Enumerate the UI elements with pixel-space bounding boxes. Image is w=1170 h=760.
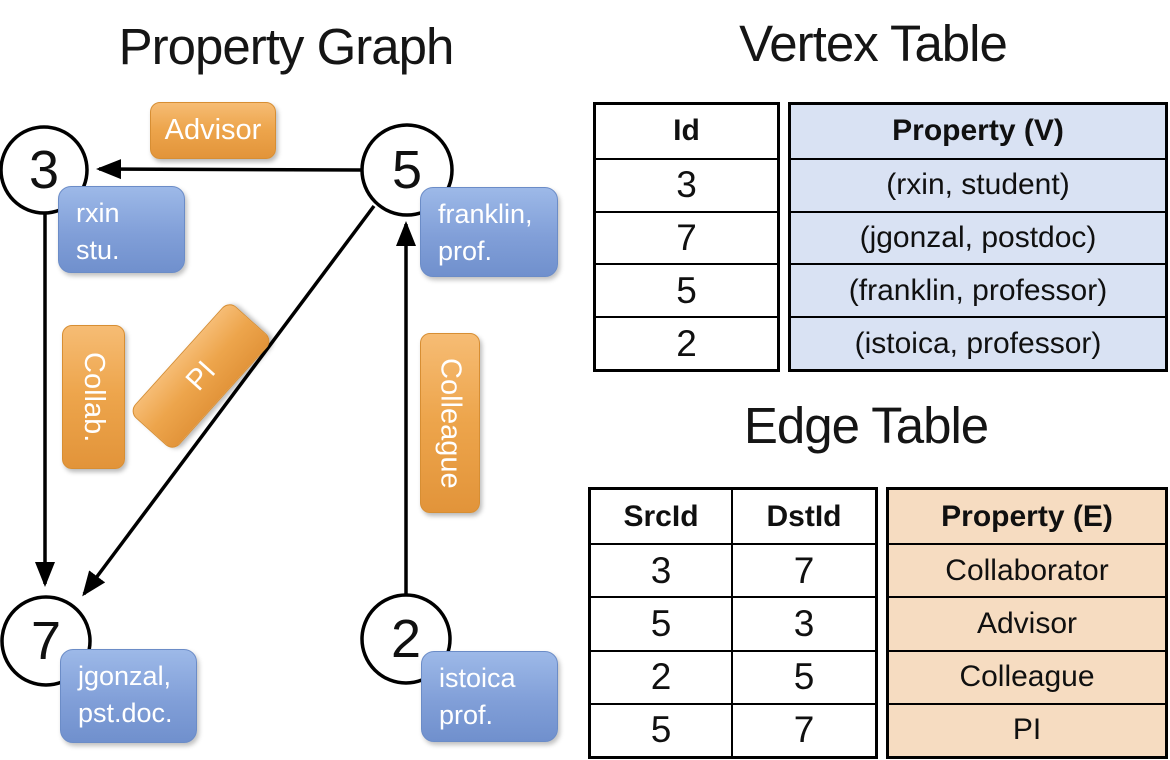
edge-table-property-column: Property (E) Collaborator Advisor Collea… [886, 487, 1168, 759]
vertex-id-header: Id [673, 114, 700, 148]
edge-table-title: Edge Table [743, 397, 989, 454]
edge-row-dst: 7 [733, 702, 875, 756]
edge-row-dst: 5 [733, 649, 875, 703]
vertex-label-franklin-line1: franklin, [438, 199, 533, 229]
vertex-table-id-column: Id 3 7 5 2 [593, 102, 780, 372]
edge-row-dst: 3 [733, 596, 875, 649]
vertex-label-rxin: rxin stu. [58, 186, 185, 273]
vertex-id-7: 7 [30, 611, 62, 671]
vertex-row-id: 2 [596, 316, 777, 369]
vertex-label-istoica-line1: istoica [439, 663, 516, 693]
vertex-label-jgonzal: jgonzal, pst.doc. [60, 649, 197, 743]
vertex-property-header: Property (V) [892, 114, 1064, 148]
vertex-table-title: Vertex Table [739, 15, 1008, 72]
edge-src-header: SrcId [591, 490, 733, 544]
vertex-label-jgonzal-line2: pst.doc. [78, 698, 173, 728]
vertex-row-property: (istoica, professor) [791, 316, 1165, 369]
edge-5-to-3-advisor [96, 159, 363, 180]
vertex-id-5: 5 [391, 140, 423, 200]
edge-row-property: Collaborator [889, 543, 1165, 596]
vertex-label-rxin-line1: rxin [76, 198, 120, 228]
edge-row-property: Colleague [889, 649, 1165, 703]
property-graph-title: Property Graph [118, 18, 455, 75]
vertex-id-2: 2 [390, 609, 422, 669]
edge-row-src: 5 [591, 596, 733, 650]
vertex-label-jgonzal-line1: jgonzal, [78, 661, 172, 691]
vertex-label-franklin: franklin, prof. [420, 187, 558, 277]
edge-row-dst: 7 [733, 543, 875, 596]
edge-row-property: Advisor [889, 596, 1165, 649]
edge-label-advisor: Advisor [150, 102, 276, 159]
vertex-row-id: 7 [596, 210, 777, 264]
vertex-table-property-column: Property (V) (rxin, student) (jgonzal, p… [788, 102, 1168, 372]
edge-property-header: Property (E) [941, 499, 1113, 533]
edge-dst-header: DstId [766, 499, 842, 533]
edge-label-colleague: Colleague [420, 333, 480, 513]
edge-5-to-7-pi [82, 204, 376, 597]
vertex-row-id: 3 [596, 157, 777, 211]
vertex-label-franklin-line2: prof. [438, 236, 493, 266]
vertex-row-property: (jgonzal, postdoc) [791, 210, 1165, 264]
vertex-row-property: (rxin, student) [791, 157, 1165, 211]
edge-table-ids-columns: SrcId DstId 3 7 5 3 2 5 5 7 [588, 487, 878, 759]
vertex-table: Id 3 7 5 2 Property (V) (rxin, student) … [593, 102, 1168, 372]
edge-row-property: PI [889, 702, 1165, 756]
vertex-label-istoica-line2: prof. [439, 700, 494, 730]
vertex-label-istoica: istoica prof. [421, 651, 558, 742]
edge-row-src: 5 [591, 702, 733, 756]
vertex-id-3: 3 [28, 140, 60, 200]
vertex-row-id: 5 [596, 263, 777, 316]
edge-label-collab: Collab. [62, 325, 125, 469]
vertex-label-rxin-line2: stu. [76, 235, 120, 265]
edge-row-src: 2 [591, 649, 733, 703]
edge-row-src: 3 [591, 543, 733, 597]
edge-table: SrcId DstId 3 7 5 3 2 5 5 7 Property (E)… [588, 487, 1168, 759]
vertex-row-property: (franklin, professor) [791, 263, 1165, 316]
